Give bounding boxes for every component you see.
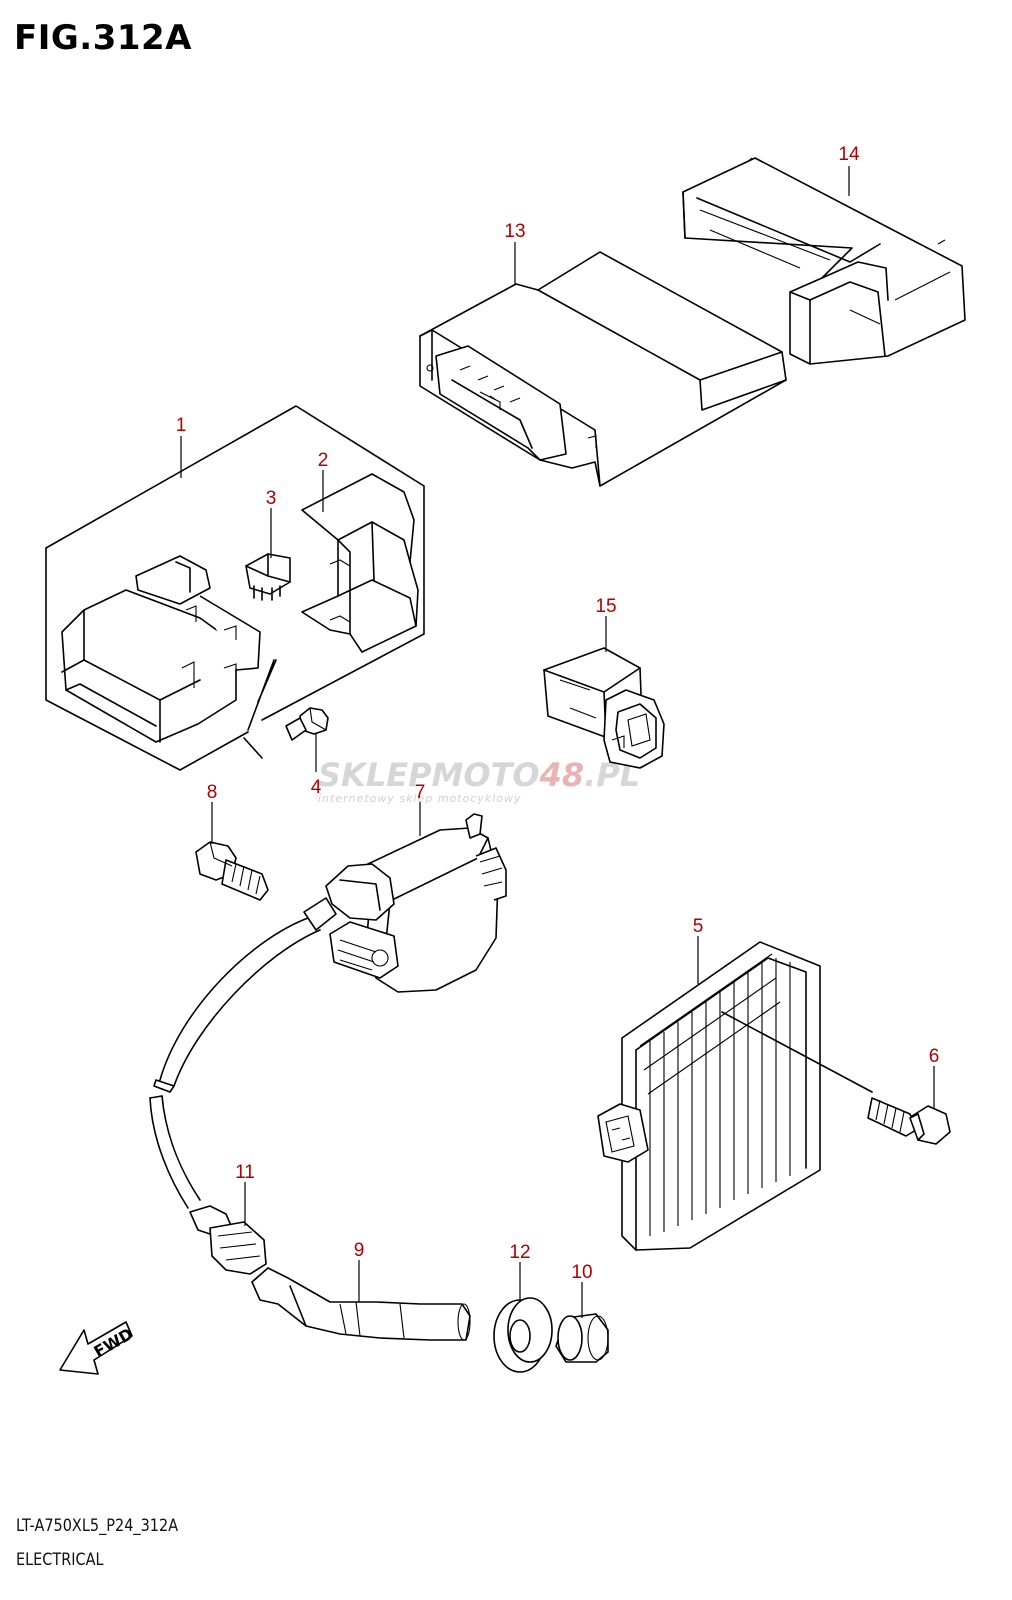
callout-10: 10 (571, 1262, 592, 1283)
callout-13: 13 (504, 221, 525, 242)
callout-numbers: 14 13 1 2 3 4 15 8 7 5 6 11 9 12 10 (176, 144, 940, 1283)
part-7-ignition-coil[interactable] (303, 813, 507, 993)
high-tension-lead (149, 917, 321, 1209)
part-4-screw[interactable] (285, 707, 329, 741)
callout-5: 5 (693, 916, 704, 937)
part-10-cap[interactable] (555, 1313, 609, 1363)
callout-6: 6 (929, 1046, 940, 1067)
svg-text:SKLEPMOTO48.PL: SKLEPMOTO48.PL (318, 756, 640, 794)
watermark: SKLEPMOTO48.PL internetowy sklep motocyk… (318, 756, 640, 805)
part-5-regulator-rectifier[interactable] (597, 941, 821, 1251)
leader-lines (180, 166, 935, 1318)
part-6-bolt[interactable] (721, 1011, 951, 1145)
diagram-code: LT-A750XL5_P24_312A (16, 1516, 179, 1536)
section-name: ELECTRICAL (16, 1550, 104, 1570)
watermark-tagline: internetowy sklep motocyklowy (318, 792, 522, 805)
part-2-relay-cover[interactable] (301, 473, 419, 653)
callout-3: 3 (266, 488, 277, 509)
callout-14: 14 (838, 144, 860, 165)
callout-7: 7 (415, 782, 426, 803)
callout-8: 8 (207, 782, 218, 803)
callout-15: 15 (595, 596, 616, 617)
part-8-bolt[interactable] (195, 841, 269, 901)
callout-12: 12 (509, 1242, 530, 1263)
callout-1: 1 (176, 415, 187, 436)
part-1-relay-assembly-box (45, 405, 425, 771)
part-9-plug-cap[interactable] (251, 1267, 471, 1341)
callout-4: 4 (311, 777, 322, 798)
callout-9: 9 (354, 1240, 365, 1261)
part-11-plug-cap-seal[interactable] (189, 1205, 267, 1275)
part-13-ecu[interactable] (419, 251, 787, 487)
fwd-arrow-icon: FWD (59, 1321, 136, 1375)
callout-11: 11 (235, 1162, 255, 1183)
part-15-connector[interactable] (543, 647, 665, 769)
part-12-washer[interactable] (493, 1297, 553, 1373)
part-1-starter-relay[interactable] (61, 555, 261, 743)
part-3-fuse[interactable] (245, 553, 291, 601)
part-14-ecu-case[interactable] (682, 157, 966, 365)
callout-2: 2 (318, 450, 329, 471)
figure-title: FIG.312A (14, 18, 192, 58)
